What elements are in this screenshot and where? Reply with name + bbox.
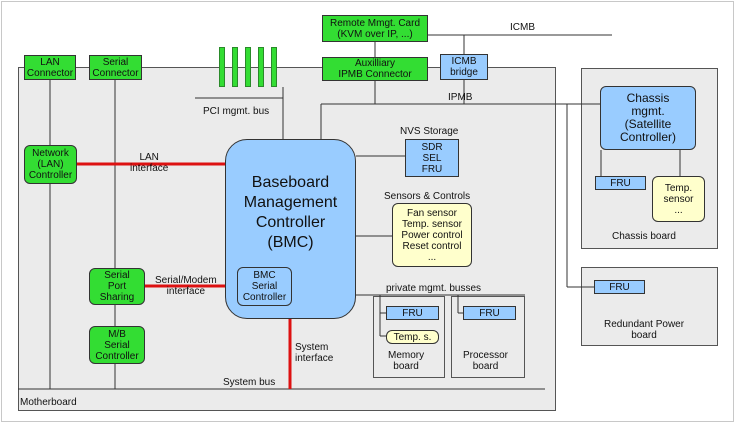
remote-management-card: Remote Mmgt. Card (KVM over IP, ...) (322, 15, 428, 42)
redundant-power-label: Redundant Power board (604, 319, 685, 341)
chassis-fru: FRU (595, 176, 646, 190)
serial-connector: Serial Connector (89, 55, 142, 80)
auxiliary-ipmb-connector: Auxilliary IPMB Connector (322, 57, 428, 81)
nvs-storage-box: SDR SEL FRU (405, 139, 459, 177)
serial-port-sharing: Serial Port Sharing (89, 268, 145, 305)
bmc-serial-controller: BMC Serial Controller (237, 267, 292, 306)
pci-slot (271, 47, 277, 87)
processor-fru: FRU (463, 306, 516, 320)
pci-slot (219, 47, 225, 87)
icmb-label: ICMB (510, 22, 535, 33)
pci-slot (232, 47, 238, 87)
serial-modem-interface-label: Serial/Modem interface (155, 275, 217, 297)
power-fru: FRU (594, 280, 645, 294)
chassis-temp-sensor: Temp. sensor ... (652, 176, 705, 222)
lan-interface-label: LAN interface (130, 152, 169, 174)
system-interface-label: System interface (295, 342, 334, 364)
network-lan-controller: Network (LAN) Controller (24, 145, 77, 184)
memory-board-label: Memory board (388, 350, 425, 372)
icmb-bridge: ICMB bridge (440, 54, 488, 80)
sensors-controls-box: Fan sensor Temp. sensor Power control Re… (392, 203, 472, 267)
pci-slot (245, 47, 251, 87)
pci-bus-label: PCI mgmt. bus (203, 106, 270, 117)
memory-temp-sensor: Temp. s. (386, 330, 439, 344)
private-busses-label: private mgmt. busses (386, 283, 482, 294)
nvs-storage-label: NVS Storage (400, 126, 459, 137)
mb-serial-controller: M/B Serial Controller (89, 326, 145, 364)
memory-fru: FRU (386, 306, 439, 320)
bmc-title: Baseboard Management Controller (BMC) (243, 174, 338, 251)
system-bus-label: System bus (223, 377, 276, 388)
chassis-board-label: Chassis board (612, 231, 676, 242)
processor-board-label: Processor board (463, 350, 509, 372)
chassis-management-controller: Chassis mgmt. (Satellite Controller) (600, 86, 696, 150)
pci-slot (258, 47, 264, 87)
sensors-controls-label: Sensors & Controls (384, 191, 471, 202)
motherboard-label: Motherboard (20, 397, 77, 408)
lan-connector: LAN Connector (24, 55, 76, 80)
ipmb-label: IPMB (448, 92, 473, 103)
